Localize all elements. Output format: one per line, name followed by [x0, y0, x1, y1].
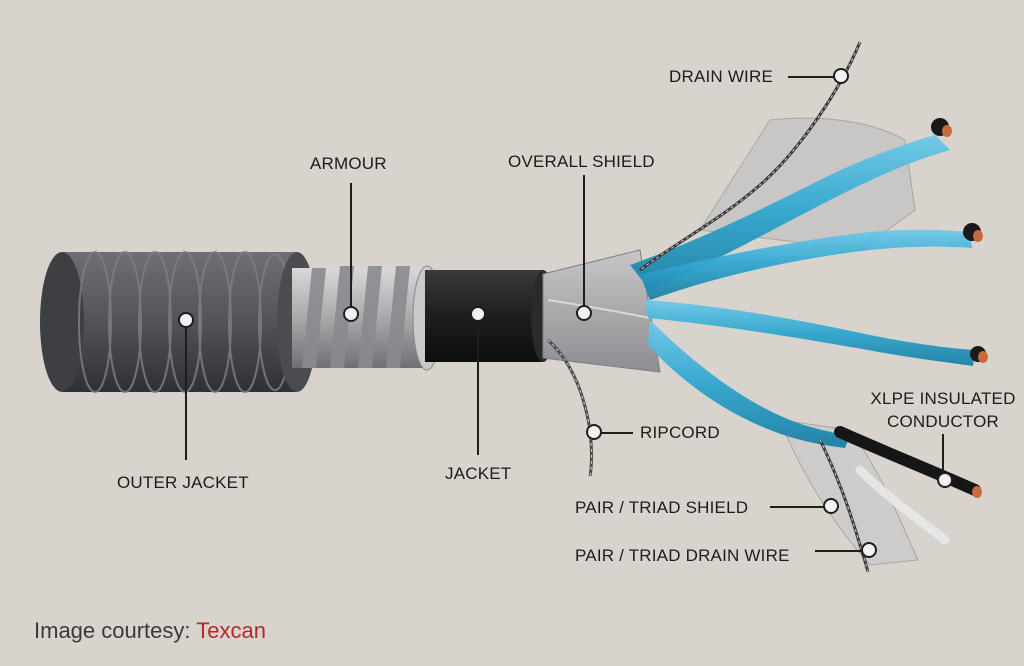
xlpe-conductor	[834, 426, 982, 545]
conductor-ends	[931, 118, 988, 363]
jacket-section	[425, 270, 555, 362]
overall-shield-section	[542, 249, 661, 373]
marker-overall-shield	[576, 305, 592, 321]
marker-pair-triad-drain-wire	[861, 542, 877, 558]
marker-ripcord	[586, 424, 602, 440]
label-outer-jacket: OUTER JACKET	[117, 473, 249, 492]
marker-jacket	[470, 306, 486, 322]
label-pair-triad-shield: PAIR / TRIAD SHIELD	[575, 498, 749, 517]
armour-section	[292, 265, 442, 371]
label-xlpe-line2: CONDUCTOR	[887, 412, 999, 431]
label-armour: ARMOUR	[310, 154, 387, 173]
label-ripcord: RIPCORD	[640, 423, 720, 442]
twisted-pairs	[630, 135, 975, 448]
callout-markers	[178, 68, 953, 558]
marker-drain-wire	[833, 68, 849, 84]
marker-outer-jacket	[178, 312, 194, 328]
marker-pair-triad-shield	[823, 498, 839, 514]
label-xlpe-insulated-conductor: XLPE INSULATED CONDUCTOR	[868, 387, 1018, 433]
label-drain-wire: DRAIN WIRE	[669, 67, 773, 86]
credit-prefix: Image courtesy:	[34, 618, 191, 643]
label-pair-triad-drain-wire: PAIR / TRIAD DRAIN WIRE	[575, 546, 790, 565]
pair-drain-wire	[818, 439, 870, 573]
label-xlpe-line1: XLPE INSULATED	[870, 389, 1016, 408]
marker-xlpe	[937, 472, 953, 488]
label-overall-shield: OVERALL SHIELD	[508, 152, 655, 171]
label-jacket: JACKET	[445, 464, 512, 483]
marker-armour	[343, 306, 359, 322]
drain-wire	[639, 41, 862, 272]
image-credit: Image courtesy: Texcan	[34, 618, 266, 644]
credit-brand: Texcan	[196, 618, 266, 643]
